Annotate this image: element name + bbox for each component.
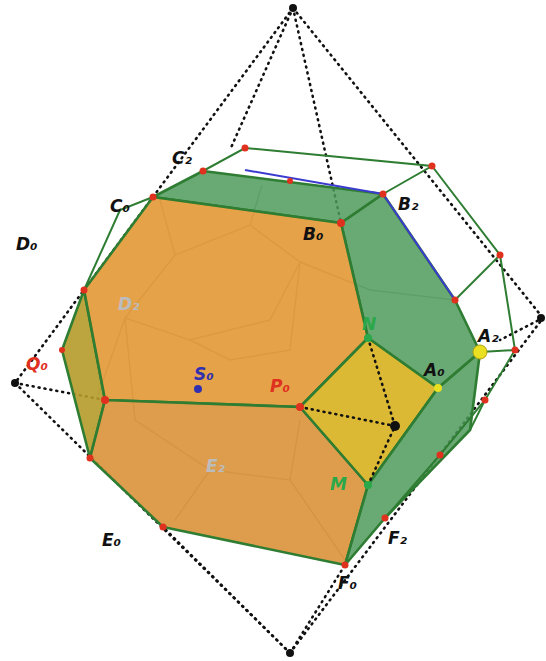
vertex-label: C₂: [172, 150, 192, 167]
point-a0: [434, 384, 442, 392]
vertex-label: N: [362, 316, 376, 333]
octahedron-edges: [15, 8, 543, 653]
vertex-label: D₀: [16, 236, 38, 253]
vertex-label: D₂: [118, 296, 140, 313]
outline-edges: [84, 148, 515, 518]
vertex-label: S₀: [194, 366, 214, 383]
vertex-label: F₂: [388, 530, 407, 547]
polyhedron-faces: [62, 171, 480, 565]
vertex-label: Q₀: [26, 356, 48, 373]
octahedron-vertices: [11, 4, 545, 657]
point-s: [194, 385, 202, 393]
vertex-dots: [59, 145, 519, 569]
point-n: [364, 334, 372, 342]
vertex-label: M: [330, 476, 347, 493]
vertex-label: A₀: [424, 362, 445, 379]
blue-edges: [245, 170, 455, 300]
vertex-label: A₂: [478, 328, 499, 345]
vertex-label: F₀: [338, 575, 357, 592]
vertex-label: B₀: [303, 226, 323, 243]
point-a2: [473, 345, 487, 359]
point-m: [364, 481, 372, 489]
vertex-label: E₀: [102, 532, 121, 549]
vertex-label: E₂: [206, 458, 225, 475]
vertex-label: B₂: [398, 196, 418, 213]
front-dotted-lines: [300, 338, 395, 485]
vertex-label: C₀: [110, 198, 130, 215]
vertex-label: P₀: [270, 378, 290, 395]
